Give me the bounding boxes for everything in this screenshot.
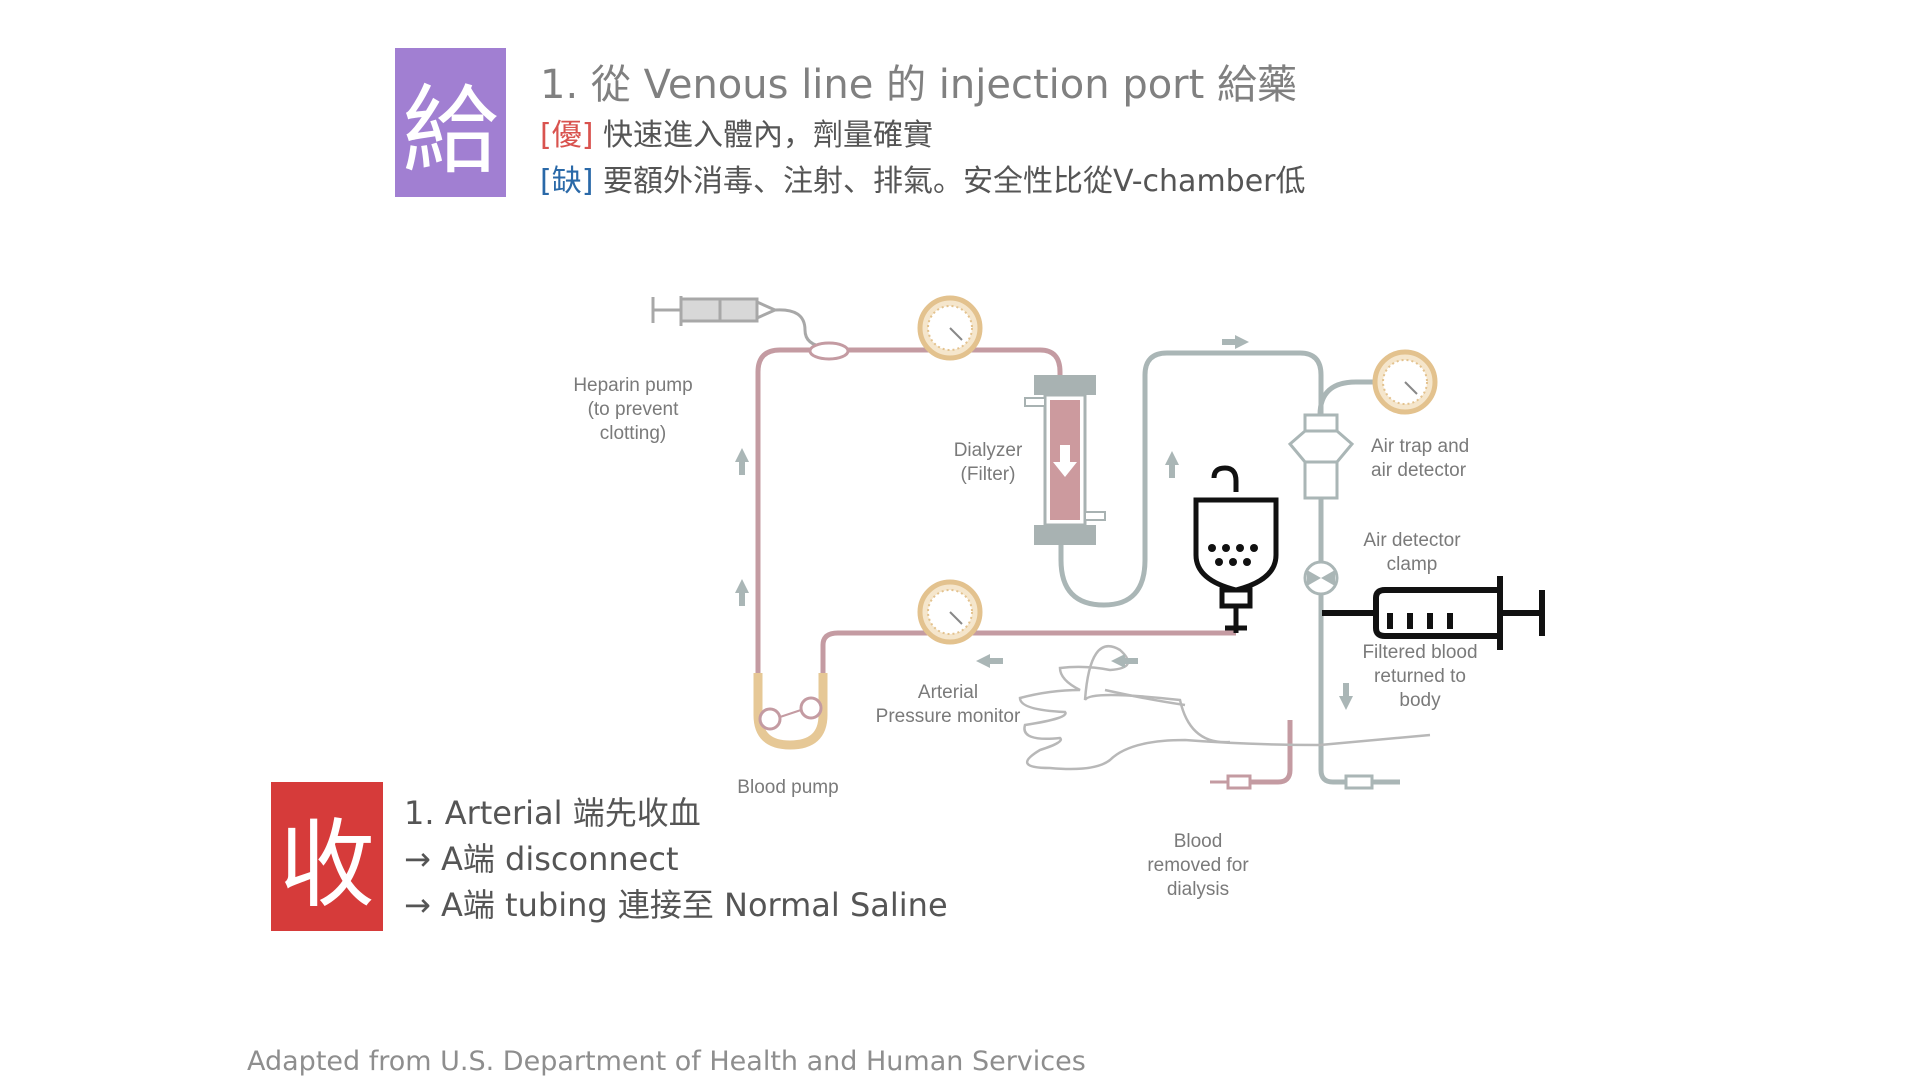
label-heparin-line3: clotting) xyxy=(600,423,667,444)
label-dialyzer-line1: Dialyzer xyxy=(954,440,1023,461)
give-title: 1. 從 Venous line 的 injection port 給藥 xyxy=(540,62,1298,108)
iv-bag-drops xyxy=(1208,544,1258,566)
venous-blood-line xyxy=(1058,350,1400,785)
diagram-labels: Heparin pump (to prevent clotting) Dialy… xyxy=(573,375,1477,900)
air-detector-clamp-icon xyxy=(1303,560,1339,596)
label-heparin-line2: (to prevent xyxy=(588,399,680,420)
footer-credit: Adapted from U.S. Department of Health a… xyxy=(247,1046,1086,1077)
gauge-arterial-icon xyxy=(917,579,983,645)
give-pro-line: [優] 快速進入體內，劑量確實 xyxy=(540,110,933,154)
label-blood-pump: Blood pump xyxy=(737,777,838,798)
label-airtrap-line2: air detector xyxy=(1371,460,1467,481)
label-removed-line3: dialysis xyxy=(1167,879,1229,900)
heparin-syringe xyxy=(651,296,850,361)
label-airtrap-line1: Air trap and xyxy=(1371,436,1469,457)
give-badge: 給 xyxy=(395,48,506,197)
label-arterial-line1: Arterial xyxy=(918,682,978,703)
label-removed-line1: Blood xyxy=(1174,831,1223,852)
access-needles-icon xyxy=(1210,774,1400,790)
label-filtered-line3: body xyxy=(1399,690,1441,711)
label-clamp-line1: Air detector xyxy=(1363,530,1461,551)
give-con-line: [缺] 要額外消毒、注射、排氣。安全性比從V-chamber低 xyxy=(540,156,1306,200)
collect-step-3: → A端 tubing 連接至 Normal Saline xyxy=(404,886,948,924)
collect-badge: 收 xyxy=(271,782,383,931)
collect-step-1: 1. Arterial 端先收血 xyxy=(404,794,701,832)
label-arterial-line2: Pressure monitor xyxy=(876,706,1021,727)
label-removed-line2: removed for xyxy=(1147,855,1249,876)
con-tag: [缺] xyxy=(540,164,594,199)
gauge-airtrap-icon xyxy=(1372,349,1438,415)
air-trap-icon xyxy=(1287,413,1355,500)
label-heparin-line1: Heparin pump xyxy=(573,375,692,396)
con-text: 要額外消毒、注射、排氣。安全性比從V-chamber低 xyxy=(593,164,1306,199)
dialyzer-icon xyxy=(1024,375,1106,545)
label-dialyzer-line2: (Filter) xyxy=(961,464,1016,485)
label-filtered-line2: returned to xyxy=(1374,666,1466,687)
arm-icon xyxy=(1018,645,1431,771)
arterial-blood-line xyxy=(755,347,1293,785)
flow-arrows xyxy=(735,335,1353,710)
pro-tag: [優] xyxy=(540,118,594,153)
pro-text: 快速進入體內，劑量確實 xyxy=(593,118,933,153)
label-filtered-line1: Filtered blood xyxy=(1362,642,1477,663)
iv-bag-icon xyxy=(1193,465,1279,633)
blood-pump-icon xyxy=(753,673,828,750)
label-clamp-line2: clamp xyxy=(1387,554,1438,575)
gauge-top-icon xyxy=(917,295,983,361)
injection-syringe-icon xyxy=(1322,576,1545,650)
collect-step-2: → A端 disconnect xyxy=(404,840,679,878)
